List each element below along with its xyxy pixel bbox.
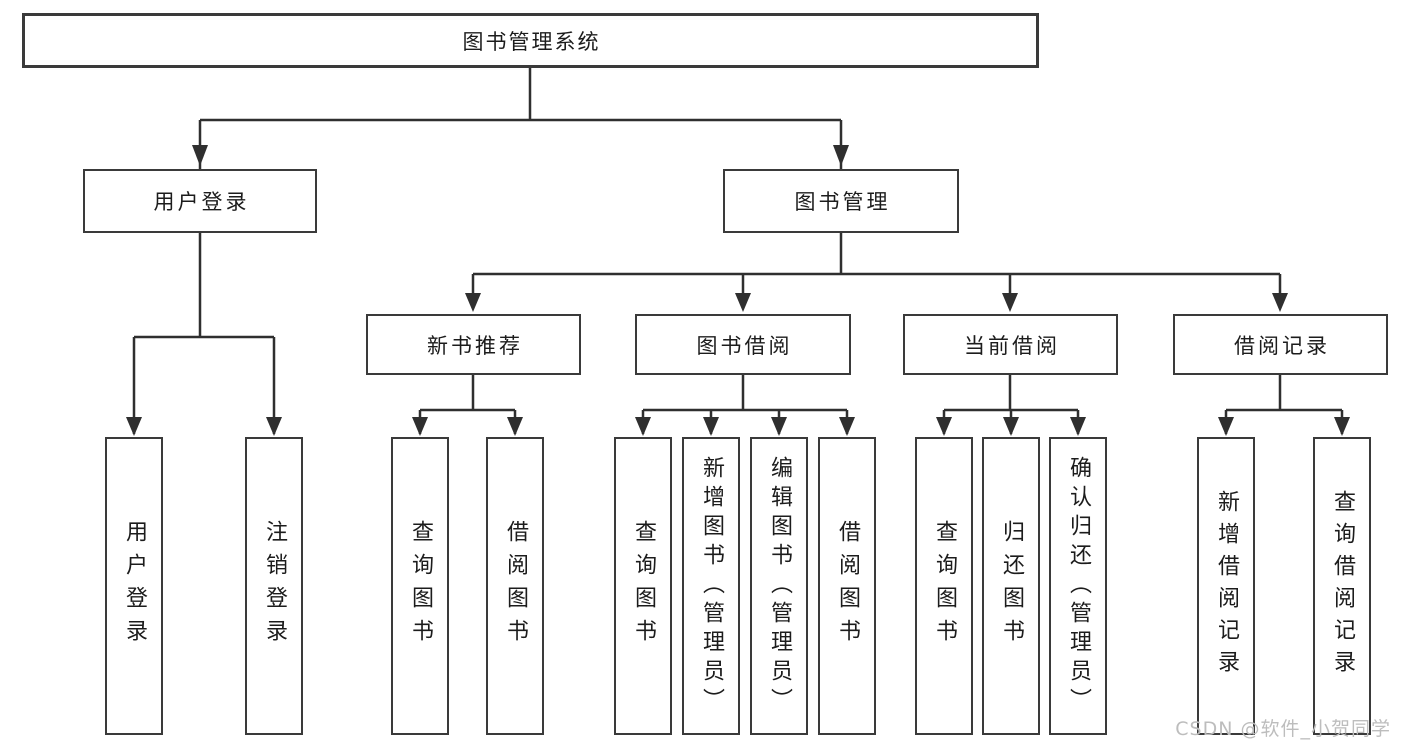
node-borrow-book-recommend-label: 借阅图书 — [503, 520, 528, 652]
node-add-book-admin-label: 新增图书（管理员） — [699, 455, 724, 717]
node-return-book-label: 归还图书 — [999, 520, 1024, 652]
node-new-book-recommend-label: 新书推荐 — [427, 333, 523, 358]
node-new-book-recommend: 新书推荐 — [366, 314, 581, 375]
node-book-management: 图书管理 — [723, 169, 959, 233]
node-query-book-current-label: 查询图书 — [932, 520, 957, 652]
node-query-borrow-record-label: 查询借阅记录 — [1330, 490, 1355, 682]
node-edit-book-admin: 编辑图书（管理员） — [750, 437, 808, 735]
node-book-borrow-label: 图书借阅 — [696, 333, 793, 358]
node-borrow-book-recommend: 借阅图书 — [486, 437, 544, 735]
node-book-borrow: 图书借阅 — [635, 314, 851, 375]
node-user-login: 用户登录 — [105, 437, 163, 735]
node-query-book-borrow: 查询图书 — [614, 437, 672, 735]
node-user-login-group-label: 用户登录 — [153, 190, 250, 214]
node-query-book-borrow-label: 查询图书 — [631, 520, 656, 652]
node-book-management-label: 图书管理 — [794, 190, 891, 214]
csdn-watermark: CSDN @软件_小贺同学 — [1175, 718, 1391, 740]
node-query-book-recommend: 查询图书 — [391, 437, 449, 735]
node-return-book: 归还图书 — [982, 437, 1040, 735]
node-library-system: 图书管理系统 — [22, 13, 1039, 68]
node-borrow-records-label: 借阅记录 — [1234, 333, 1330, 358]
node-query-borrow-record: 查询借阅记录 — [1313, 437, 1371, 735]
node-user-login-label: 用户登录 — [122, 520, 147, 652]
node-confirm-return-admin-label: 确认归还（管理员） — [1066, 455, 1091, 717]
node-add-borrow-record: 新增借阅记录 — [1197, 437, 1255, 735]
node-edit-book-admin-label: 编辑图书（管理员） — [767, 455, 792, 717]
node-borrow-book-borrow: 借阅图书 — [818, 437, 876, 735]
node-borrow-records: 借阅记录 — [1173, 314, 1388, 375]
node-logout-login-label: 注销登录 — [262, 520, 287, 652]
node-current-borrow: 当前借阅 — [903, 314, 1118, 375]
node-add-borrow-record-label: 新增借阅记录 — [1214, 490, 1239, 682]
arrowheads — [126, 145, 1350, 436]
node-library-system-label: 图书管理系统 — [462, 29, 601, 54]
node-query-book-current: 查询图书 — [915, 437, 973, 735]
node-add-book-admin: 新增图书（管理员） — [682, 437, 740, 735]
node-confirm-return-admin: 确认归还（管理员） — [1049, 437, 1107, 735]
node-logout-login: 注销登录 — [245, 437, 303, 735]
node-current-borrow-label: 当前借阅 — [964, 333, 1060, 358]
node-user-login-group: 用户登录 — [83, 169, 317, 233]
node-borrow-book-borrow-label: 借阅图书 — [835, 520, 860, 652]
node-query-book-recommend-label: 查询图书 — [408, 520, 433, 652]
